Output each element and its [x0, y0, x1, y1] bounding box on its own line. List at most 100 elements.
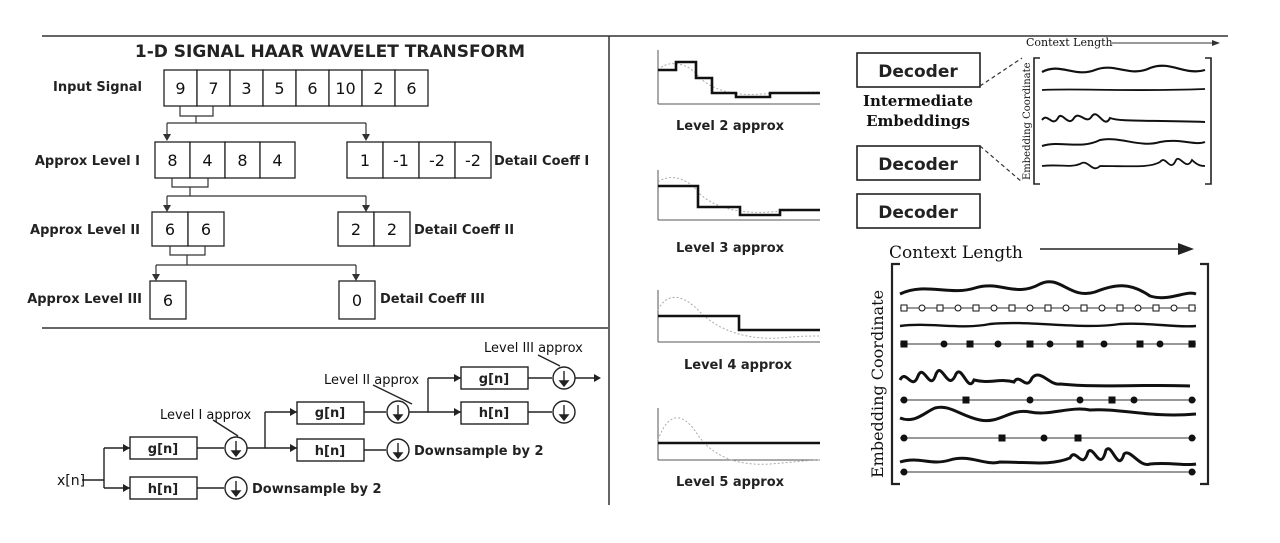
- level-2-approx-label: Level II approx: [324, 373, 419, 388]
- approx-level-1-cell: [259, 141, 296, 179]
- marker: [954, 304, 962, 312]
- decoder-box: [856, 193, 981, 229]
- input-signal-cell: [295, 69, 330, 107]
- detail-coeff-1-cell: [454, 141, 492, 179]
- embedding-coordinate-label-small: Embedding Coordinate: [1022, 62, 1033, 180]
- input-signal-value: 9: [175, 79, 185, 98]
- marker: [900, 434, 908, 442]
- h-filter-label: h[n]: [479, 406, 509, 421]
- marker: [990, 304, 998, 312]
- downsample-label: Downsample by 2: [414, 444, 544, 459]
- marker: [900, 304, 908, 312]
- marker: [900, 468, 908, 476]
- level-3-approx-label: Level III approx: [484, 341, 583, 356]
- marker: [1136, 340, 1144, 348]
- embedding-coordinate-label: Embedding Coordinate: [868, 290, 887, 478]
- marker: [1108, 396, 1116, 404]
- marker: [1008, 304, 1016, 312]
- marker: [900, 340, 908, 348]
- marker: [972, 304, 980, 312]
- marker: [1188, 304, 1196, 312]
- level-3-approx-plot: [657, 170, 821, 221]
- marker: [1076, 396, 1084, 404]
- detail-coeff-1-cell: [382, 141, 420, 179]
- approx-level-1-value: 8: [237, 151, 247, 170]
- detail-coeff-2-cell: [373, 211, 411, 247]
- input-x-label: x[n]: [57, 473, 85, 489]
- marker: [1116, 304, 1124, 312]
- approx-level-1-cell: [189, 141, 226, 179]
- g-filter-label: g[n]: [148, 442, 178, 457]
- marker: [1076, 340, 1084, 348]
- detail-coeff-3-cell: [338, 280, 376, 320]
- context-length-label: Context Length: [889, 243, 1023, 263]
- downsample-label: Downsample by 2: [252, 482, 382, 497]
- detail-coeff-2-value: 2: [351, 220, 361, 239]
- marker: [1188, 340, 1196, 348]
- marker: [962, 396, 970, 404]
- input-signal-cell: [196, 69, 231, 107]
- level-2-approx-plot: [657, 50, 821, 105]
- input-signal-label: Input Signal: [53, 80, 142, 95]
- marker: [1188, 434, 1196, 442]
- marker: [994, 340, 1002, 348]
- detail-coeff-1-row: 1-1-2-2: [346, 141, 492, 179]
- approx-level-2-value: 6: [165, 220, 175, 239]
- level-1-approx-label: Level I approx: [160, 408, 251, 423]
- haar-title: 1-D SIGNAL HAAR WAVELET TRANSFORM: [135, 42, 525, 62]
- marker: [936, 304, 944, 312]
- marker: [966, 340, 974, 348]
- detail-coeff-1-value: -2: [429, 151, 445, 170]
- level-5-approx-plot: [657, 408, 821, 465]
- marker: [1044, 304, 1052, 312]
- input-signal-value: 6: [307, 79, 317, 98]
- marker: [1188, 396, 1196, 404]
- approx-level-1-value: 4: [272, 151, 282, 170]
- marker: [1134, 304, 1142, 312]
- input-signal-cell: [163, 69, 198, 107]
- marker-glyphs: [900, 304, 1196, 476]
- approx-level-2-cell: [151, 211, 189, 247]
- large-embedding-waves: [898, 280, 1197, 467]
- filter-h-box: [460, 401, 529, 425]
- marker: [998, 434, 1006, 442]
- input-signal-value: 6: [406, 79, 416, 98]
- level-2-approx-label: Level 2 approx: [676, 119, 785, 134]
- decoder-label: Decoder: [878, 62, 958, 82]
- marker: [900, 396, 908, 404]
- input-signal-cell: [328, 69, 363, 107]
- input-signal-cell: [229, 69, 264, 107]
- approx-level-1-value: 4: [202, 151, 212, 170]
- input-signal-cell: [262, 69, 297, 107]
- filter-g-box: [296, 401, 365, 425]
- small-embedding-waves: [1041, 64, 1206, 170]
- input-signal-value: 2: [373, 79, 383, 98]
- level-5-approx-label: Level 5 approx: [676, 475, 785, 490]
- approx-level-2-value: 6: [201, 220, 211, 239]
- detail-coeff-1-value: 1: [360, 151, 370, 170]
- downsample-arrows: [230, 371, 570, 498]
- approx-level-3-label: Approx Level III: [27, 292, 142, 307]
- marker: [1074, 434, 1082, 442]
- embeddings-label: Embeddings: [866, 112, 970, 130]
- decoder-label: Decoder: [878, 155, 958, 175]
- h-filter-label: h[n]: [148, 482, 178, 497]
- context-length-label-small: Context Length: [1026, 36, 1113, 49]
- approx-level-3-cell: [149, 280, 187, 320]
- detail-coeff-1-label: Detail Coeff I: [494, 154, 589, 169]
- filter-arrows: [123, 374, 601, 492]
- approx-level-3-row: 6: [149, 280, 187, 320]
- marker: [1130, 396, 1138, 404]
- h-filter-label: h[n]: [315, 444, 345, 459]
- marker: [1026, 340, 1034, 348]
- marker: [940, 340, 948, 348]
- connector-level3: [155, 246, 357, 278]
- input-signal-value: 7: [208, 79, 218, 98]
- approx-level-2-cell: [187, 211, 225, 247]
- marker: [1156, 340, 1164, 348]
- connector-level1: [166, 106, 367, 138]
